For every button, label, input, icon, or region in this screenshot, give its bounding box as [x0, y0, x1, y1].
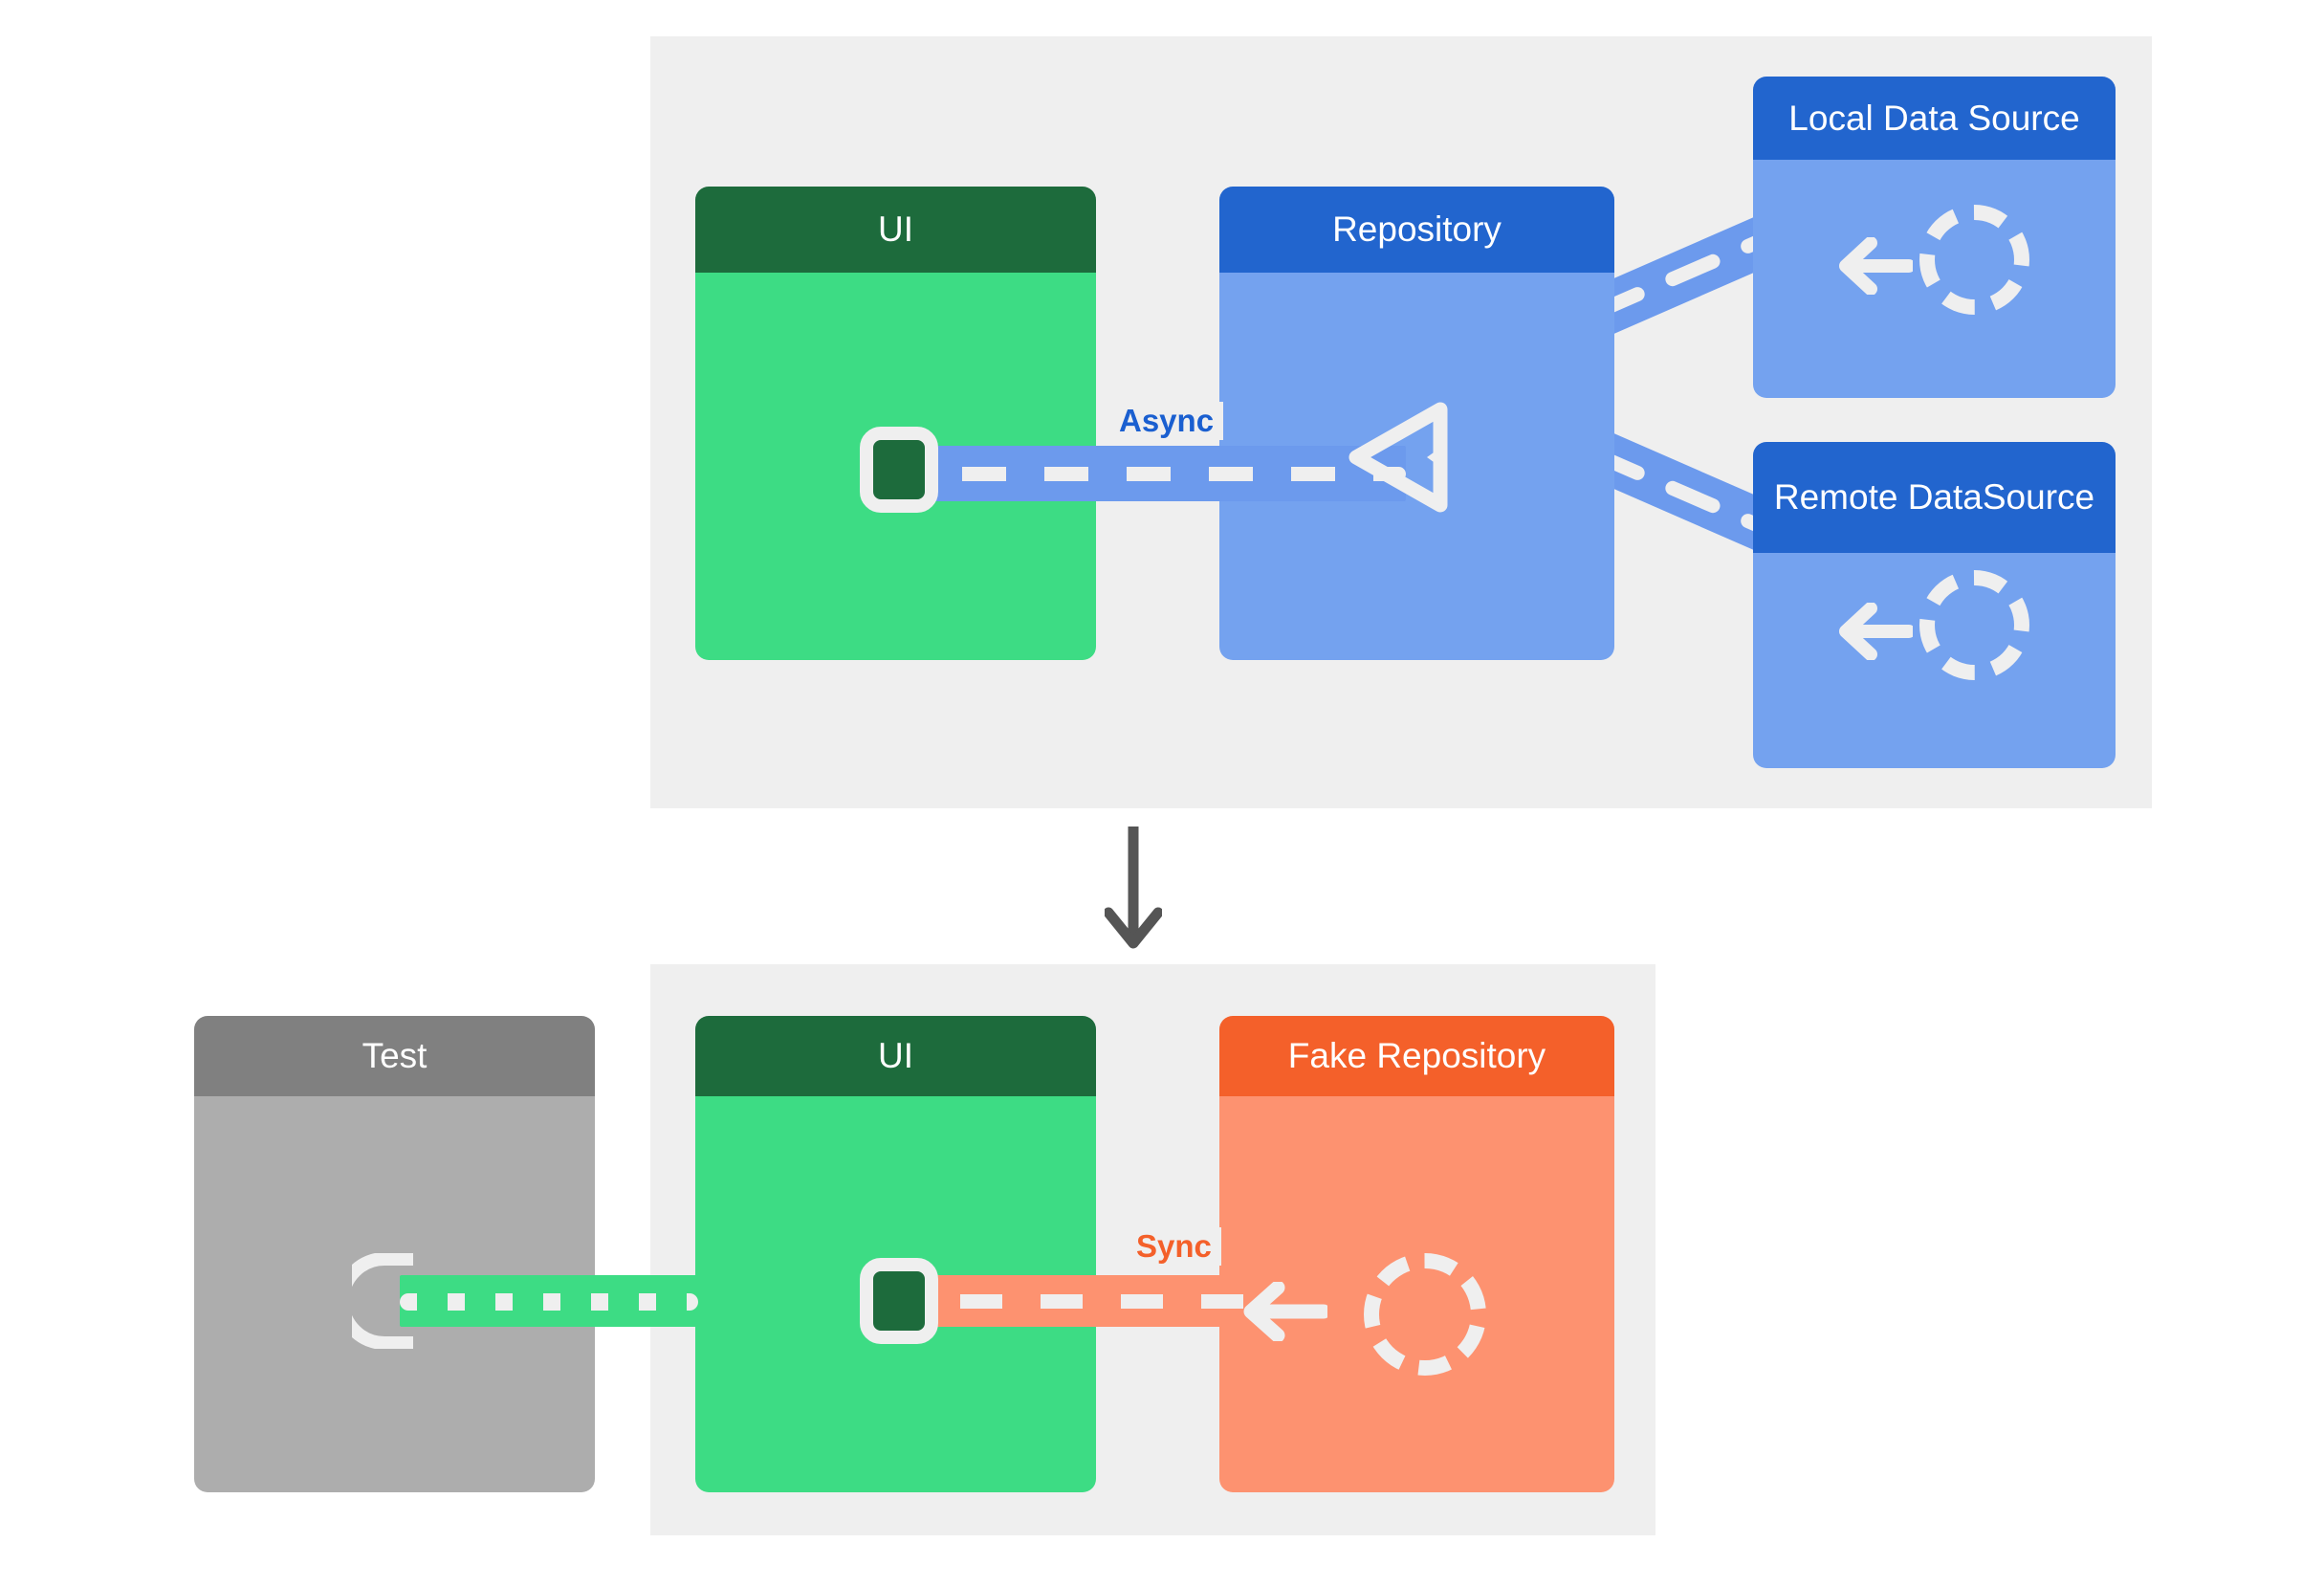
- dashed-circle-icon: [1919, 205, 2029, 315]
- left-arrow-icon: [1839, 603, 1913, 660]
- left-arrow-icon: [1839, 237, 1913, 295]
- rounded-square-icon: [860, 1258, 938, 1344]
- sync-edge-label: Sync: [1127, 1227, 1221, 1267]
- card-ui-top-title: UI: [695, 187, 1096, 273]
- left-arrow-icon: [1243, 1282, 1327, 1341]
- test-ui-connector: [400, 1275, 698, 1327]
- card-ui-bottom[interactable]: UI: [695, 1016, 1096, 1492]
- card-remote-data-source-title-line2: Source: [1982, 477, 2095, 518]
- test-ui-connector-dots: [400, 1293, 698, 1311]
- dashed-circle-icon: [1919, 570, 2029, 680]
- down-arrow-icon: [1105, 827, 1162, 949]
- async-connector: [880, 446, 1406, 501]
- card-local-data-source[interactable]: Local Data Source: [1753, 77, 2116, 398]
- card-remote-data-source-title-line1: Remote Data: [1773, 477, 1983, 518]
- card-repository[interactable]: Repository: [1219, 187, 1614, 660]
- rounded-square-icon: [860, 427, 938, 513]
- dashed-circle-icon: [1364, 1253, 1486, 1376]
- async-connector-dashes: [880, 467, 1406, 481]
- play-triangle-icon: [1348, 402, 1448, 513]
- card-test-title: Test: [194, 1016, 595, 1096]
- card-repository-title: Repository: [1219, 187, 1614, 273]
- card-ui-top[interactable]: UI: [695, 187, 1096, 660]
- sync-connector-dashes: [880, 1294, 1262, 1309]
- card-fake-repository[interactable]: Fake Repository: [1219, 1016, 1614, 1492]
- card-fake-repository-title: Fake Repository: [1219, 1016, 1614, 1096]
- sync-connector: [880, 1275, 1262, 1327]
- card-local-data-source-title: Local Data Source: [1753, 77, 2116, 160]
- card-remote-data-source-title: Remote Data Source: [1753, 442, 2116, 553]
- async-edge-label: Async: [1109, 402, 1224, 441]
- socket-icon: [352, 1253, 413, 1349]
- card-ui-bottom-title: UI: [695, 1016, 1096, 1096]
